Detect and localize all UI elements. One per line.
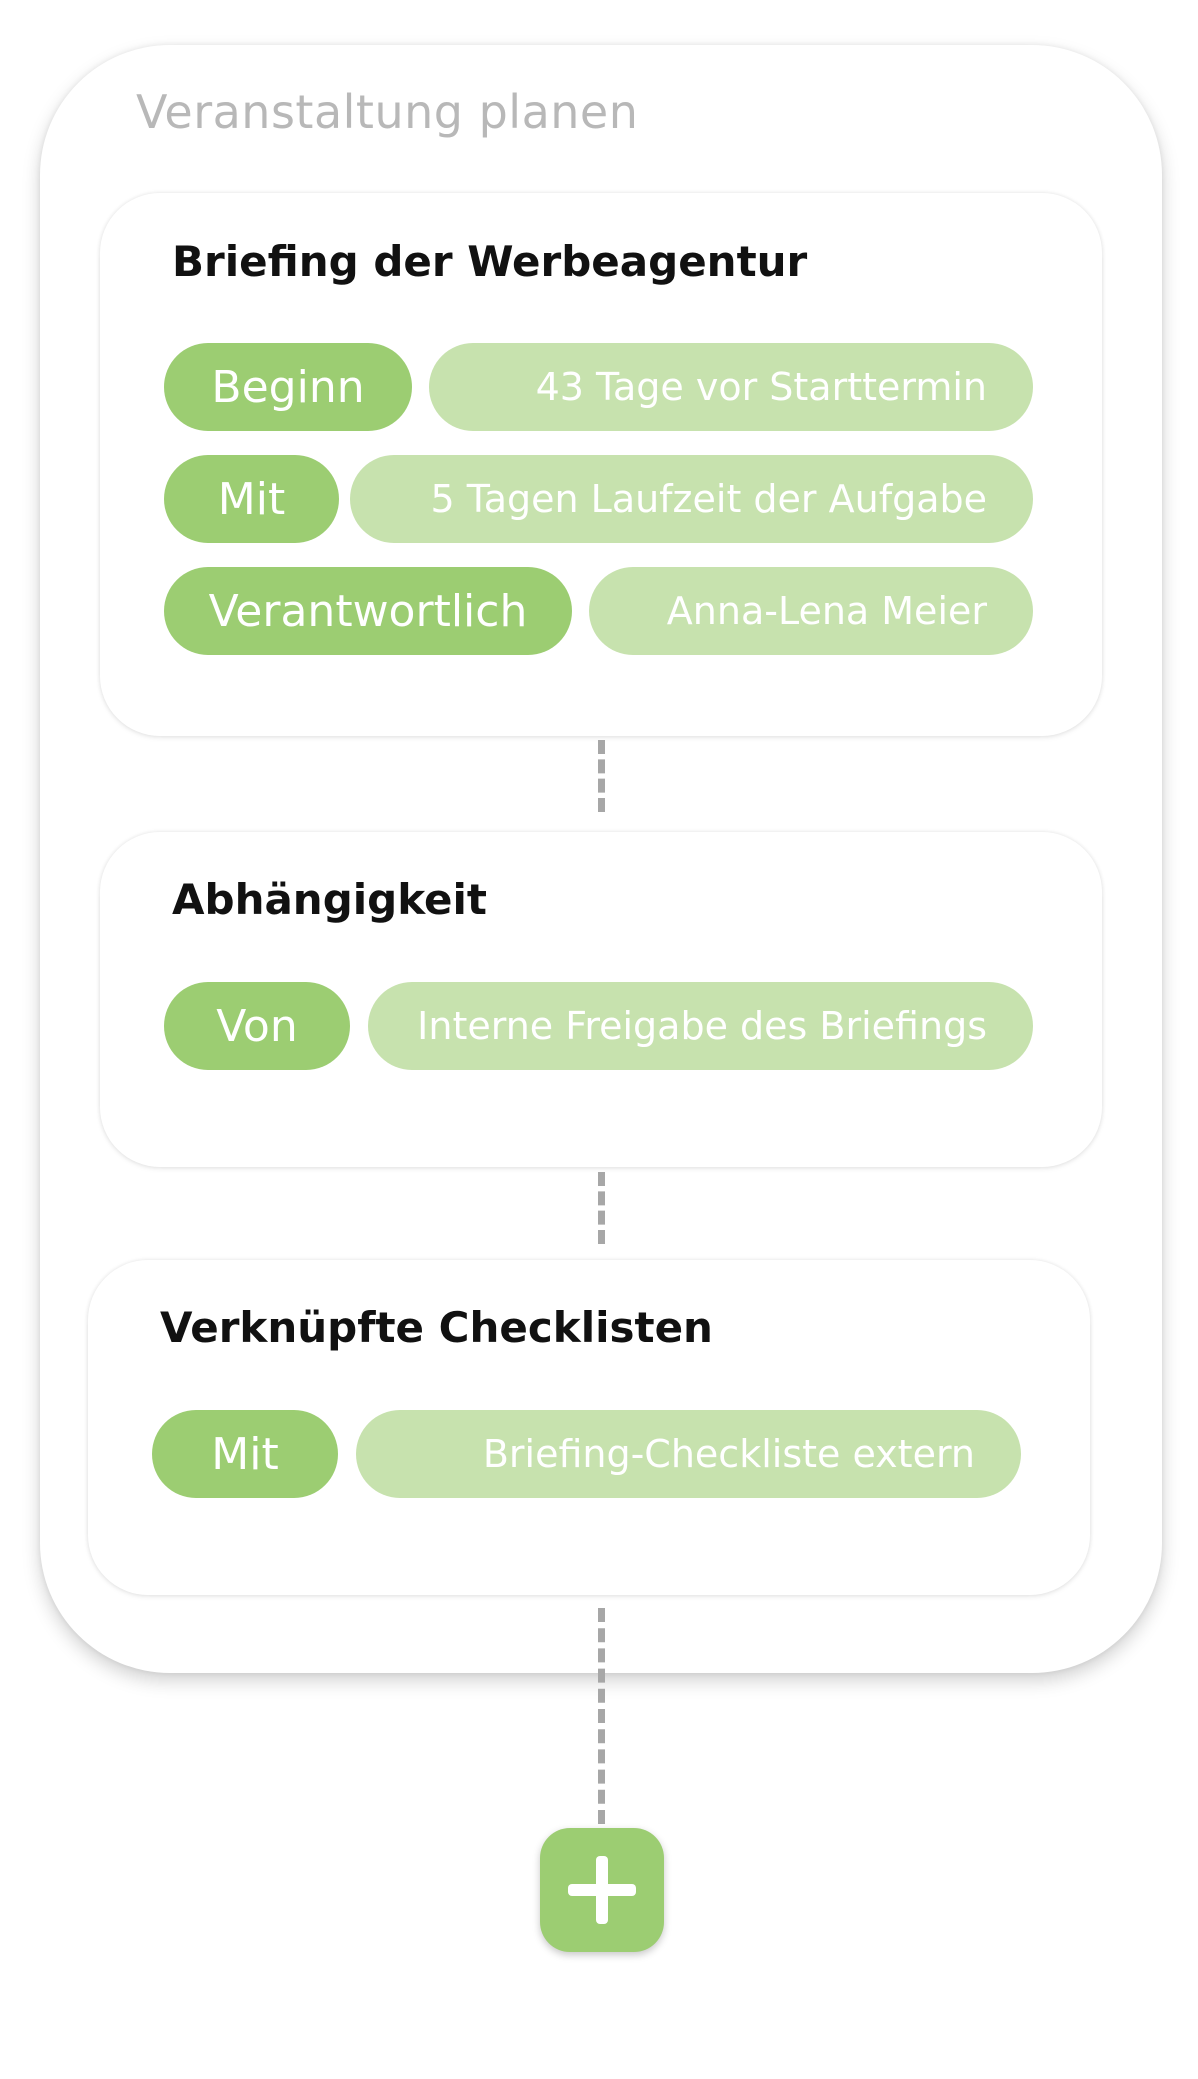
connector-line	[598, 740, 605, 812]
responsible-label-pill[interactable]: Verantwortlich	[164, 567, 572, 655]
task-title: Briefing der Werbeagentur	[172, 237, 808, 286]
duration-label-pill[interactable]: Mit	[164, 455, 339, 543]
dependency-title: Abhängigkeit	[172, 875, 487, 924]
start-label-pill[interactable]: Beginn	[164, 343, 412, 431]
connector-line	[598, 1172, 605, 1244]
dependency-label-pill[interactable]: Von	[164, 982, 350, 1070]
duration-value-pill[interactable]: 5 Tagen Laufzeit der Aufgabe	[350, 455, 1033, 543]
start-value-pill[interactable]: 43 Tage vor Starttermin	[429, 343, 1033, 431]
add-step-button[interactable]	[540, 1828, 664, 1952]
responsible-value-pill[interactable]: Anna-Lena Meier	[589, 567, 1033, 655]
checklist-label-pill[interactable]: Mit	[152, 1410, 338, 1498]
group-title: Veranstaltung planen	[136, 85, 639, 139]
connector-line	[598, 1608, 605, 1824]
dependency-value-pill[interactable]: Interne Freigabe des Briefings	[368, 982, 1033, 1070]
checklist-value-pill[interactable]: Briefing-Checkliste extern	[356, 1410, 1021, 1498]
checklist-title: Verknüpfte Checklisten	[160, 1303, 713, 1352]
